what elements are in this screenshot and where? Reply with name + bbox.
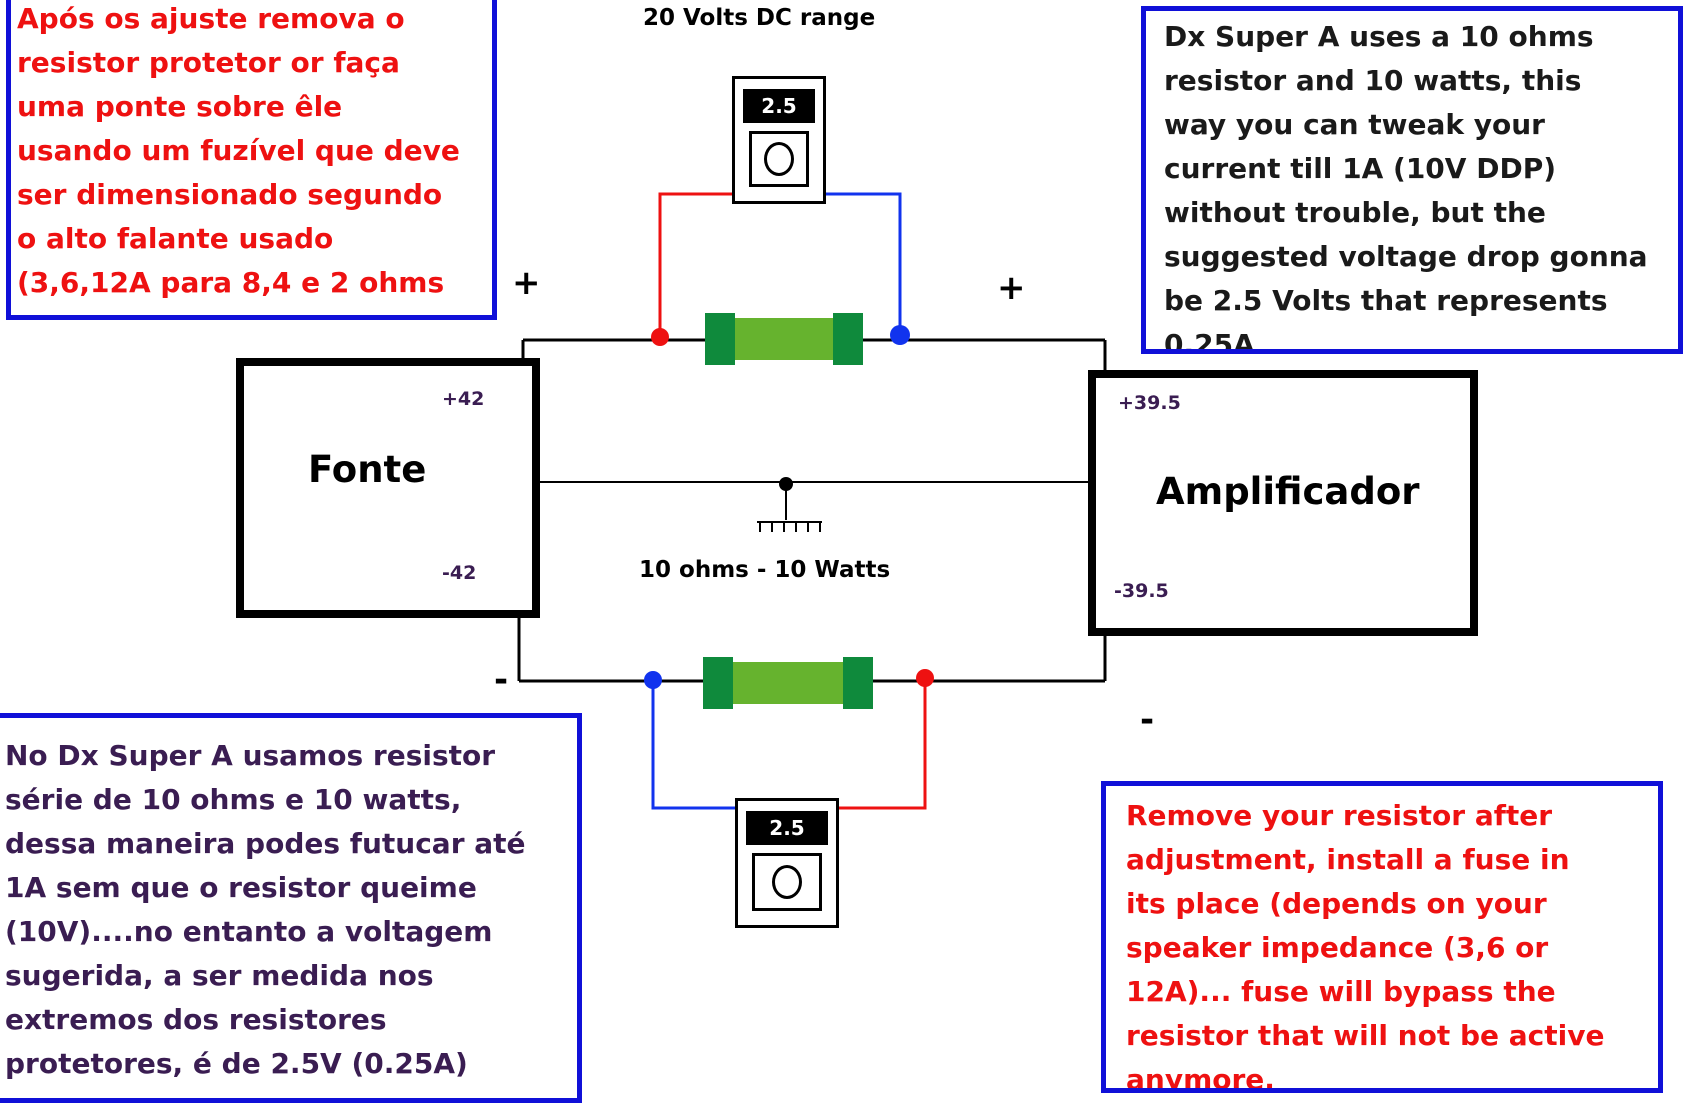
ground-symbol	[757, 521, 822, 532]
note-pt-bottom: No Dx Super A usamos resistor série de 1…	[0, 713, 582, 1103]
supply-title: Fonte	[308, 448, 427, 491]
amplifier-negative-label: -39.5	[1114, 580, 1169, 602]
bottom-voltmeter-display: 2.5	[746, 811, 828, 845]
minus-sign-right: -	[1140, 700, 1155, 740]
bottom-voltmeter: 2.5	[735, 798, 839, 928]
bottom-resistor	[703, 657, 873, 709]
top-voltmeter: 2.5	[732, 76, 826, 204]
dial-knob-icon	[764, 142, 794, 176]
resistor-spec-caption: 10 ohms - 10 Watts	[639, 557, 891, 583]
supply-negative-label: -42	[442, 562, 477, 584]
plus-sign-left: +	[512, 263, 541, 303]
dial-knob-icon	[772, 865, 802, 899]
meter-range-caption: 20 Volts DC range	[643, 5, 876, 31]
top-voltmeter-dial	[749, 131, 809, 187]
amplifier-positive-label: +39.5	[1118, 392, 1181, 414]
top-resistor	[705, 313, 863, 365]
note-en-bottom: Remove your resistor after adjustment, i…	[1101, 781, 1663, 1093]
amplifier-title: Amplificador	[1156, 470, 1420, 513]
note-pt-top: Após os ajuste remova o resistor proteto…	[6, 0, 497, 320]
amplifier-box: +39.5 Amplificador -39.5	[1088, 370, 1478, 636]
supply-positive-label: +42	[442, 388, 485, 410]
note-en-top: Dx Super A uses a 10 ohms resistor and 1…	[1141, 6, 1683, 354]
top-voltmeter-display: 2.5	[743, 89, 815, 123]
plus-sign-right: +	[997, 268, 1026, 308]
bottom-voltmeter-dial	[752, 853, 822, 911]
minus-sign-left: -	[494, 660, 509, 700]
power-supply-box: +42 Fonte -42	[236, 358, 540, 618]
